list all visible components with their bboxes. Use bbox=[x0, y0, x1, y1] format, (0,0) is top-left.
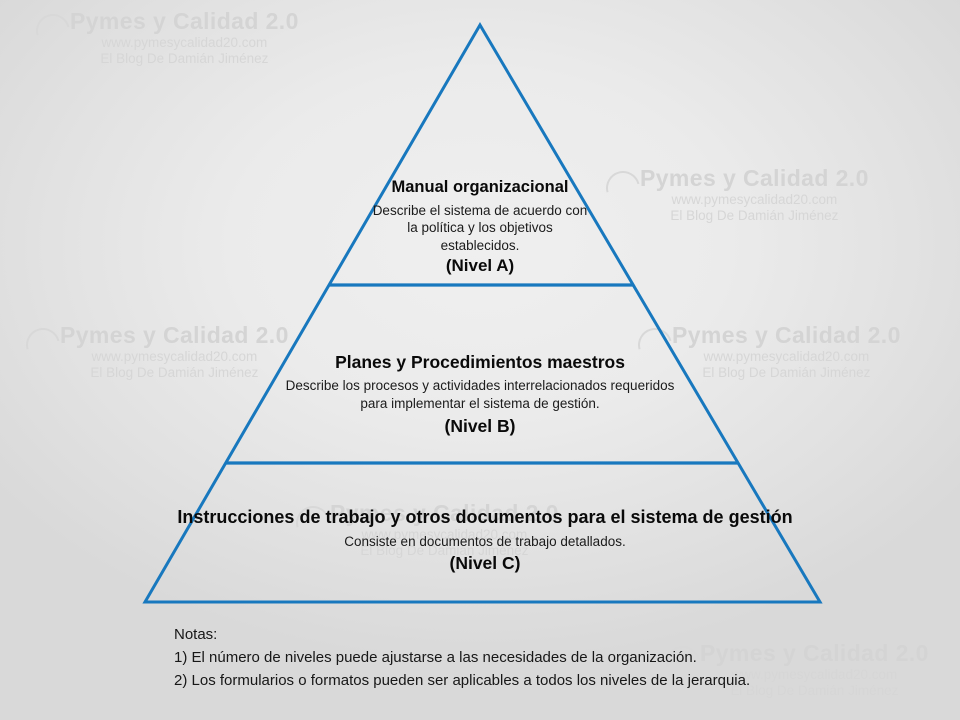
level-b-heading: Planes y Procedimientos maestros bbox=[335, 352, 625, 372]
level-a-heading: Manual organizacional bbox=[391, 178, 569, 196]
level-c-label: (Nivel C) bbox=[449, 553, 521, 574]
notes-title: Notas: bbox=[174, 626, 218, 643]
level-a-label: (Nivel A) bbox=[445, 255, 515, 275]
level-c-body-line: Consiste en documentos de trabajo detall… bbox=[344, 533, 626, 549]
pyramid-outline bbox=[142, 22, 823, 604]
note-item: 2) Los formularios o formatos pueden ser… bbox=[174, 671, 751, 689]
level-a-body: Describe el sistema de acuerdo con la po… bbox=[310, 202, 650, 254]
pyramid-level-a: Manual organizacional Describe el sistem… bbox=[310, 178, 650, 276]
level-b-label: (Nivel B) bbox=[444, 416, 516, 437]
level-b-body-line: para implementar el sistema de gestión. bbox=[360, 395, 600, 411]
pyramid-level-c: Instrucciones de trabajo y otros documen… bbox=[160, 507, 810, 574]
level-c-body: Consiste en documentos de trabajo detall… bbox=[160, 533, 810, 551]
level-b-body-line: Describe los procesos y actividades inte… bbox=[285, 378, 675, 394]
level-a-body-line: la política y los objetivos bbox=[407, 220, 553, 236]
level-a-body-line: establecidos. bbox=[440, 237, 520, 253]
note-item: 1) El número de niveles puede ajustarse … bbox=[174, 648, 697, 666]
notes-block: Notas: 1) El número de niveles puede aju… bbox=[174, 624, 750, 692]
level-c-heading: Instrucciones de trabajo y otros documen… bbox=[177, 507, 793, 527]
level-a-body-line: Describe el sistema de acuerdo con bbox=[372, 203, 588, 219]
level-b-body: Describe los procesos y actividades inte… bbox=[255, 377, 705, 412]
pyramid-level-b: Planes y Procedimientos maestros Describ… bbox=[255, 352, 705, 437]
